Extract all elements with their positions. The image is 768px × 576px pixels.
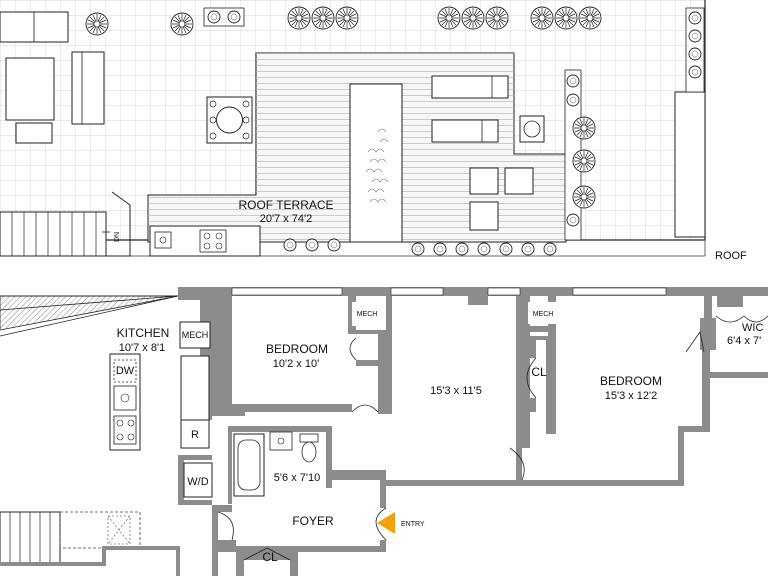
wic-name: WIC: [742, 322, 763, 334]
roof-level: DN ROOF TERRACE 20'7 x 74'2 ROOF: [0, 0, 747, 262]
kitchen-dims: 10'7 x 8'1: [119, 342, 165, 354]
lounge-furniture: [0, 11, 194, 144]
foyer-label: FOYER: [292, 514, 334, 528]
kitchen-island: [109, 353, 141, 451]
apartment-level: [0, 287, 768, 576]
roof-pool: [349, 83, 403, 243]
roof-dining-table: [206, 96, 253, 144]
bedroom1-dims: 10'2 x 10': [273, 358, 319, 370]
bedroom2-name: BEDROOM: [600, 374, 662, 388]
lower-stair: [0, 511, 180, 576]
roof-parapet-box: [674, 91, 706, 238]
kitchen-name: KITCHEN: [117, 326, 170, 340]
bedroom1-mech-label: MECH: [357, 311, 378, 318]
kitchen-wd-label: W/D: [187, 476, 208, 488]
kitchen-mech-label: MECH: [182, 330, 209, 340]
entry-label: ENTRY: [401, 521, 425, 528]
wic-dims: 6'4 x 7': [727, 335, 761, 347]
bath-dims: 5'6 x 7'10: [274, 472, 320, 484]
roof-label: ROOF: [715, 250, 747, 262]
roof-terrace-name: ROOF TERRACE: [238, 198, 333, 212]
entry-arrow: [377, 512, 395, 534]
kitchen-dw-label: DW: [116, 365, 135, 377]
bedroom2-dims: 15'3 x 12'2: [605, 390, 658, 402]
bedroom1-name: BEDROOM: [266, 342, 328, 356]
roof-stair: [0, 191, 131, 257]
closet-label-foyer: CL: [262, 550, 278, 564]
bedroom2-mech-label: MECH: [533, 311, 554, 318]
roof-terrace-dims: 20'7 x 74'2: [260, 213, 313, 225]
right-planter: [564, 69, 596, 241]
closet-label-bedroom2: CL: [531, 365, 547, 379]
living-dims: 15'3 x 11'5: [430, 385, 482, 397]
roof-kitchen-counter: [149, 225, 261, 257]
bathroom: [233, 431, 319, 497]
roof-loungers: [431, 75, 545, 231]
top-planters: [203, 6, 602, 30]
kitchen-fridge-label: R: [191, 429, 199, 441]
dn-label: DN: [114, 232, 121, 242]
bedroom1-walls: [212, 296, 245, 416]
